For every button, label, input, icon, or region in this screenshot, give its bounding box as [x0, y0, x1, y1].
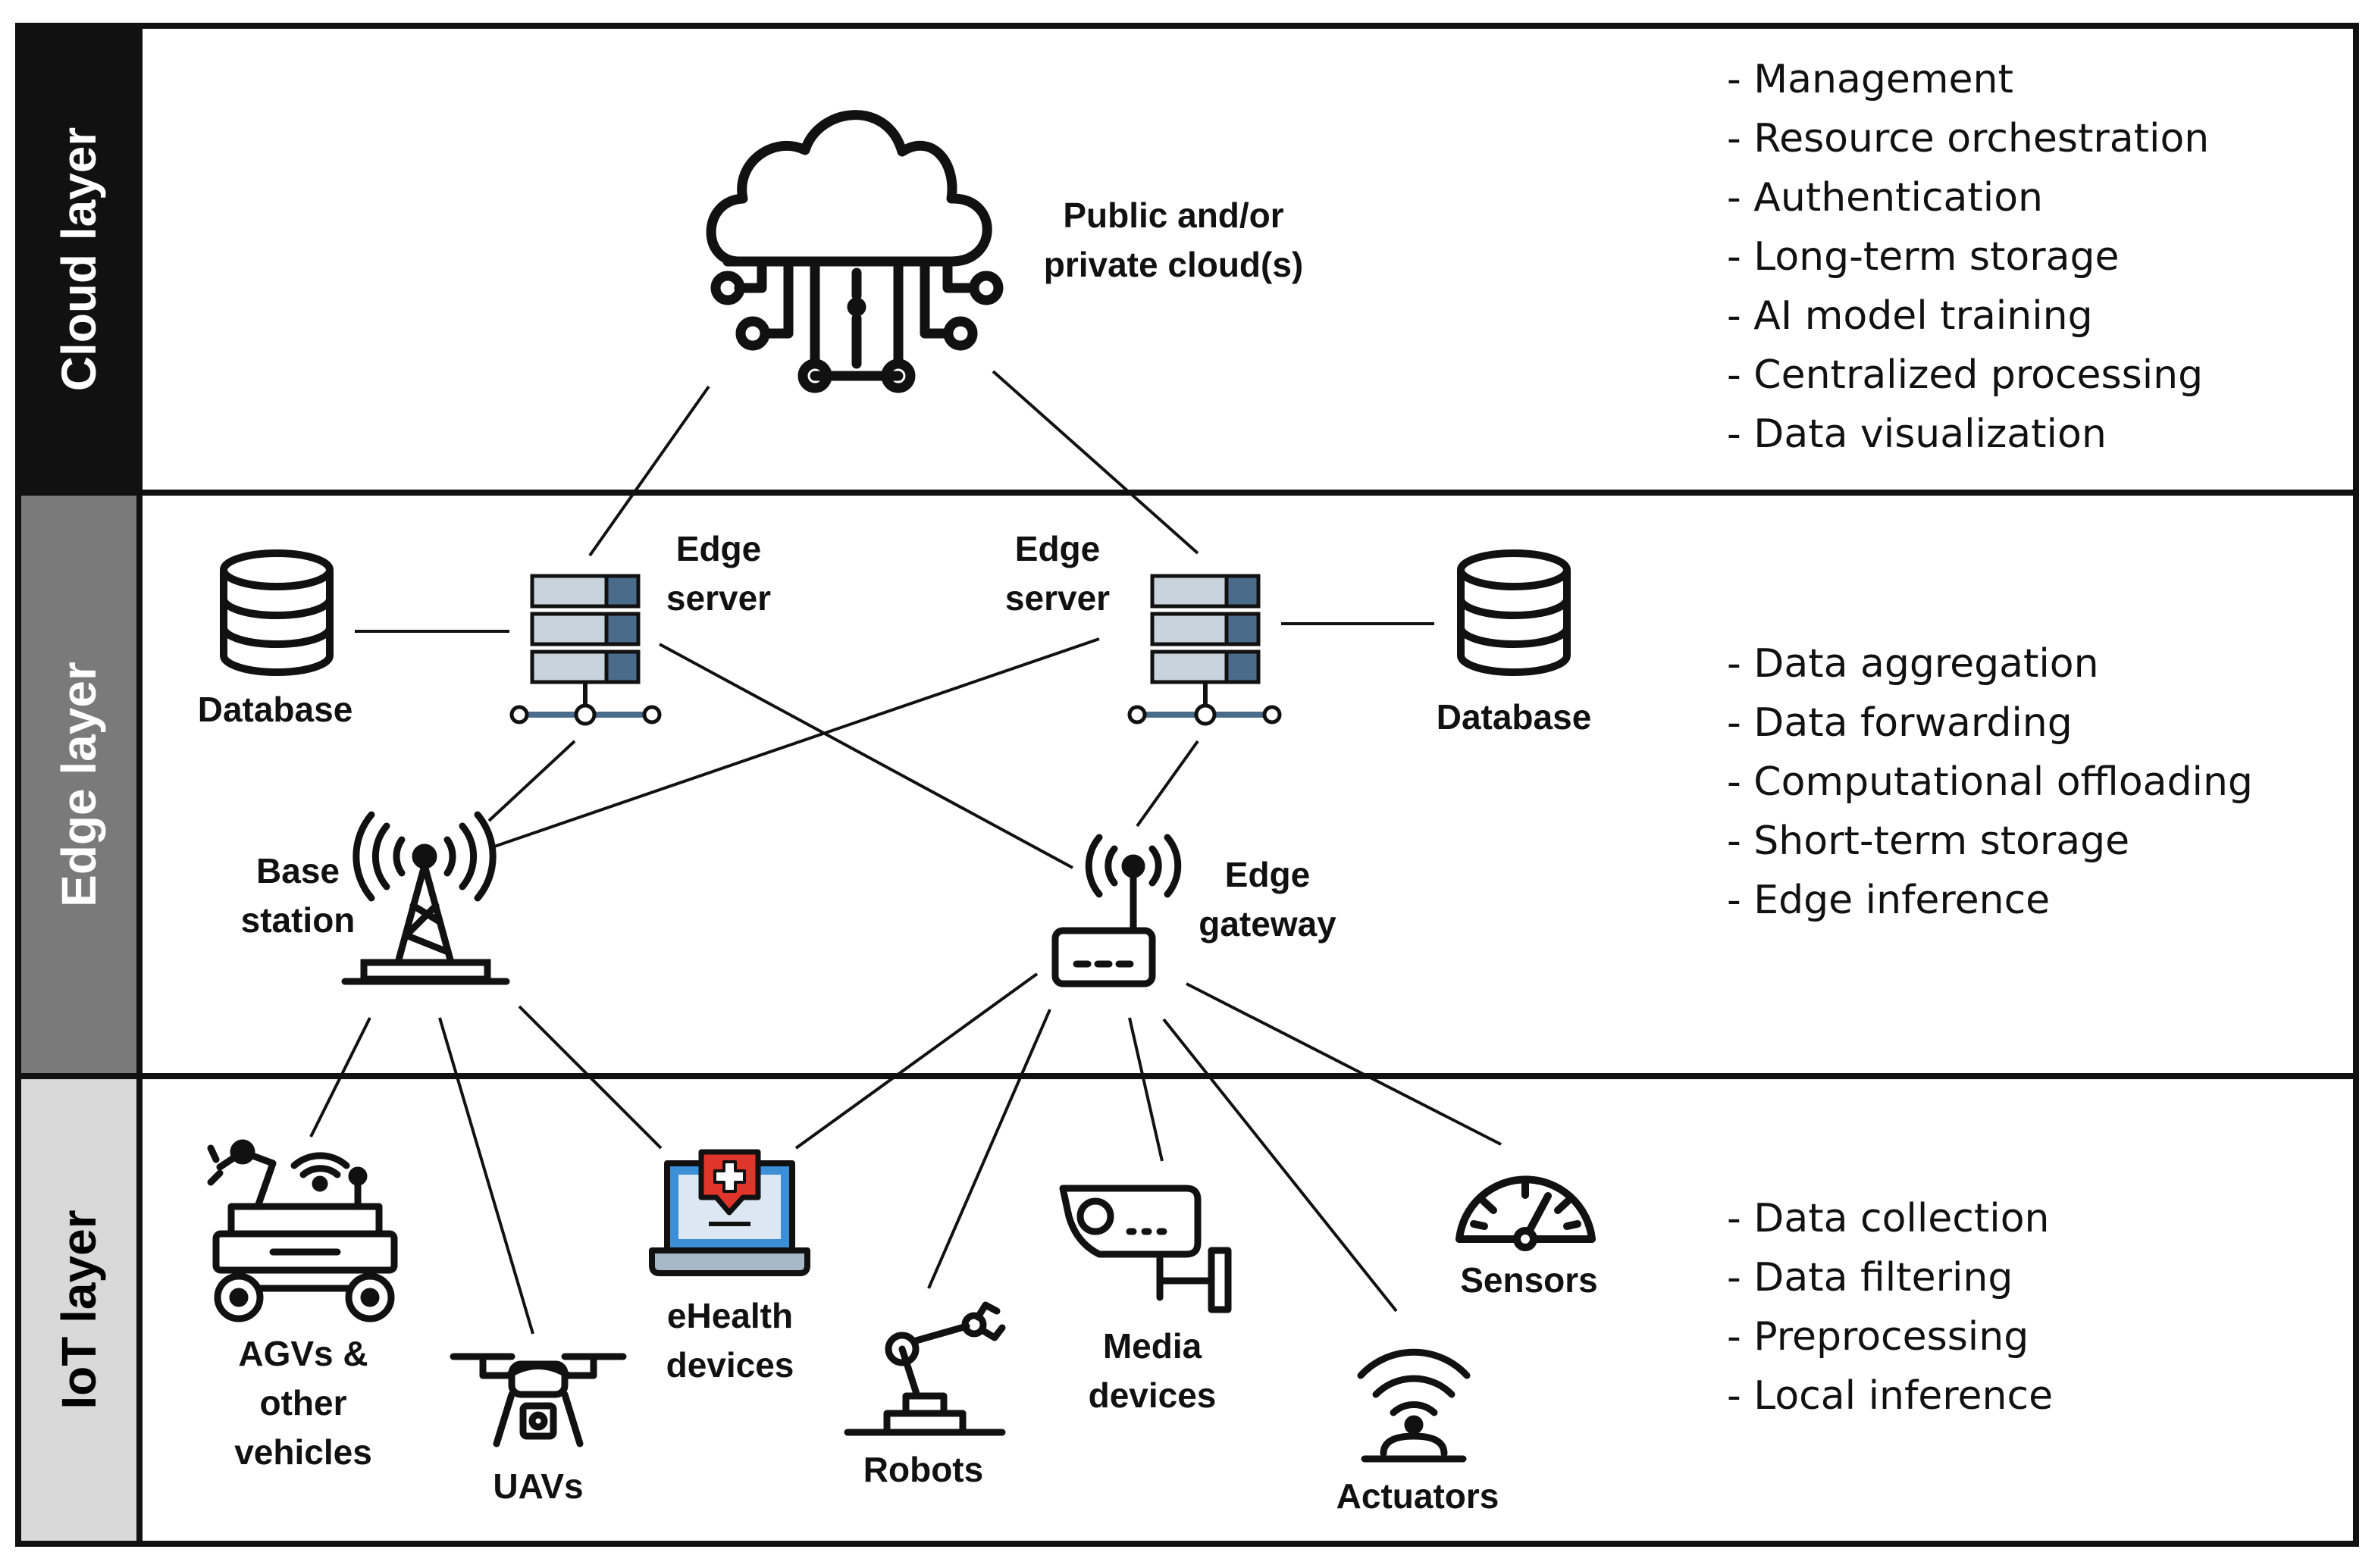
- cloud-functions: - Management - Resource orchestration - …: [1727, 57, 2222, 457]
- database-icon: [1457, 549, 1571, 676]
- edge-layer-band: [18, 493, 139, 1076]
- actuators-label: Actuators: [1336, 1476, 1499, 1516]
- agv-robot-icon: [207, 1139, 398, 1322]
- connections: [309, 370, 1502, 1335]
- server-icon: [1127, 574, 1282, 726]
- cloud-layer-band: [18, 26, 139, 493]
- iot-layer-band: [18, 1076, 139, 1544]
- actuator-icon: [1357, 1348, 1471, 1463]
- antenna-tower-icon: [341, 811, 510, 985]
- iot-layer-title: IoT layer: [52, 1210, 106, 1409]
- robots-label: Robots: [863, 1450, 983, 1489]
- database-icon: [220, 549, 334, 676]
- outer-frame: [15, 23, 2359, 1547]
- edge-layer-title: Edge layer: [52, 662, 106, 907]
- cloud-network-icon: [706, 110, 1004, 393]
- db-left-label: Database: [198, 690, 353, 729]
- gauge-icon: [1455, 1175, 1596, 1251]
- uav-label: UAVs: [493, 1466, 583, 1506]
- router-icon: [1051, 834, 1182, 987]
- db-right-label: Database: [1437, 697, 1592, 737]
- drone-icon: [450, 1353, 627, 1448]
- cloud-layer-title: Cloud layer: [52, 127, 106, 392]
- edge-functions: - Data aggregation - Data forwarding - C…: [1727, 641, 2265, 923]
- security-camera-icon: [1059, 1185, 1232, 1313]
- laptop-medical-icon: [649, 1149, 810, 1276]
- iot-functions: - Data collection - Data filtering - Pre…: [1727, 1196, 2062, 1419]
- robot-arm-icon: [844, 1301, 1006, 1436]
- sensors-label: Sensors: [1460, 1260, 1598, 1300]
- server-icon: [509, 574, 662, 726]
